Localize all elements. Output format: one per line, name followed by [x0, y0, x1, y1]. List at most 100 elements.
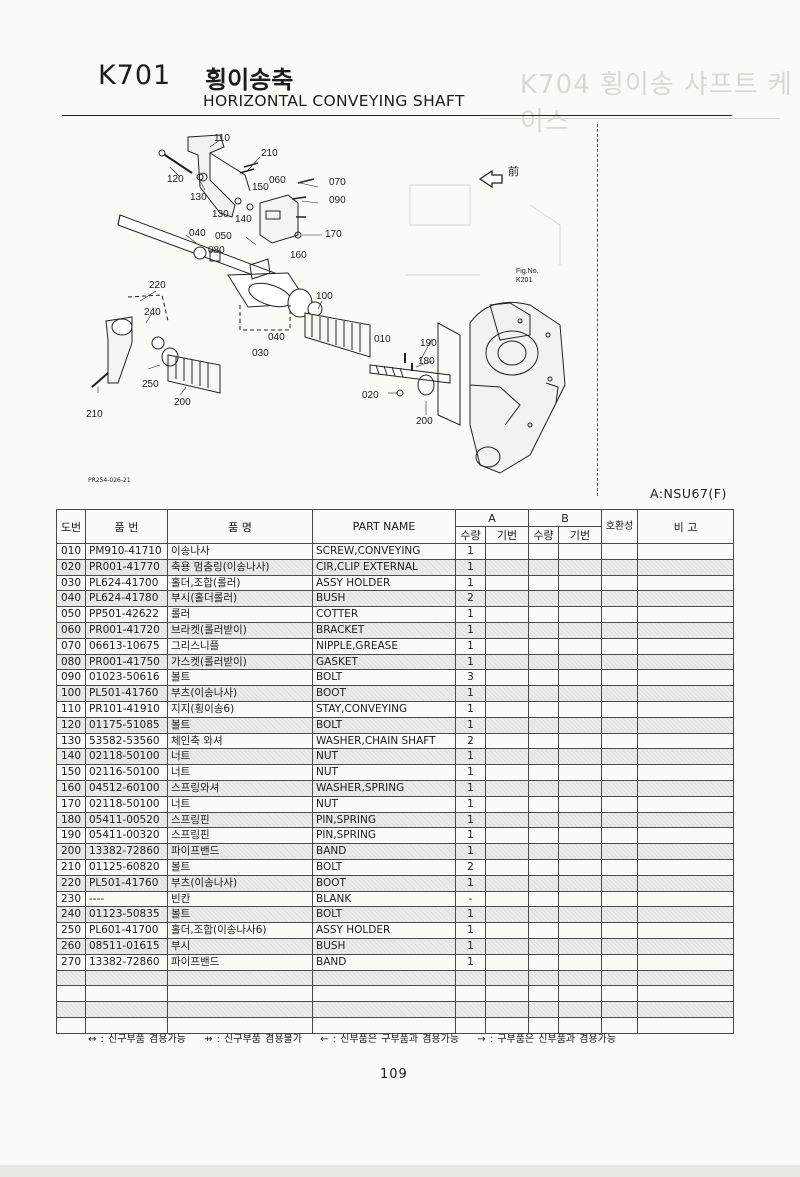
cell-base-b: [557, 543, 603, 560]
cell-qty-a: 1: [455, 606, 486, 623]
cell-no: 220: [56, 874, 86, 892]
cell-name-en: BOOT: [312, 685, 456, 702]
cell-name-kr: [167, 1001, 313, 1018]
cell-name-en: [312, 985, 456, 1003]
cell-base-a: [485, 732, 529, 750]
cell-base-a: [485, 811, 529, 829]
col-header-group-a: A: [455, 509, 529, 527]
cell-name-kr: 볼트: [167, 906, 313, 924]
legend-item: → : 구부품은 신부품과 겸용가능: [477, 1034, 617, 1045]
cell-base-a: [485, 922, 529, 939]
cell-qty-b: [528, 748, 559, 766]
cell-part-no: PP501-42622: [85, 606, 168, 623]
callout-240: 210: [86, 409, 103, 420]
callout-080: 080: [208, 245, 225, 256]
cell-remarks: [637, 558, 735, 576]
cell-base-a: [485, 716, 529, 734]
cell-name-en: STAY,CONVEYING: [312, 700, 456, 718]
cell-name-en: BLANK: [312, 890, 456, 908]
cell-qty-b: [528, 811, 559, 829]
cell-interchange: [601, 574, 639, 592]
cell-interchange: [601, 843, 639, 860]
cell-base-a: [485, 574, 529, 592]
cell-qty-a: 1: [455, 811, 486, 829]
cell-interchange: [601, 764, 639, 781]
model-label: A:NSU67(F): [650, 486, 727, 501]
cell-no: 060: [56, 621, 86, 639]
cell-base-a: [485, 748, 529, 766]
cell-qty-a: 1: [455, 653, 486, 671]
cell-base-a: [485, 1001, 529, 1018]
cell-name-en: WASHER,SPRING: [312, 779, 456, 797]
cell-name-en: BOOT: [312, 874, 456, 892]
cell-part-no: 53582-53560: [85, 732, 168, 750]
cell-base-a: [485, 827, 529, 845]
cell-part-no: 02116-50100: [85, 764, 168, 781]
cell-no: [56, 985, 86, 1003]
cell-part-no: PM910-41710: [85, 543, 168, 560]
cell-name-en: CIR,CLIP EXTERNAL: [312, 558, 456, 576]
cell-base-b: [557, 795, 603, 813]
cell-interchange: [601, 779, 639, 797]
cell-qty-a: 1: [455, 779, 486, 797]
cell-interchange: [601, 969, 639, 987]
cell-part-no: PL601-41700: [85, 922, 168, 939]
cell-name-kr: 볼트: [167, 669, 313, 687]
cell-qty-b: [528, 953, 559, 971]
title-rule: [62, 115, 732, 116]
cell-name-en: BOLT: [312, 716, 456, 734]
cell-qty-a: 1: [455, 700, 486, 718]
cell-remarks: [637, 779, 735, 797]
cell-qty-a: 1: [455, 874, 486, 892]
callout-020: 020: [362, 390, 379, 401]
cell-name-kr: 볼트: [167, 858, 313, 876]
cell-name-kr: 파이프밴드: [167, 953, 313, 971]
cell-part-no: PL501-41760: [85, 874, 168, 892]
cell-no: 040: [56, 590, 86, 608]
legend-item: ← : 신부품은 구부품과 겸용가능: [320, 1034, 460, 1045]
cell-base-b: [557, 937, 603, 955]
cell-qty-b: [528, 637, 559, 655]
cell-part-no: PL501-41760: [85, 685, 168, 702]
callout-150: 150: [252, 182, 269, 193]
cell-qty-b: [528, 558, 559, 576]
cell-base-a: [485, 590, 529, 608]
cell-no: 240: [56, 906, 86, 924]
cell-base-b: [557, 669, 603, 687]
cell-qty-a: 1: [455, 922, 486, 939]
cell-qty-b: [528, 779, 559, 797]
page-title-english: HORIZONTAL CONVEYING SHAFT: [203, 92, 465, 110]
cell-base-b: [557, 748, 603, 766]
cell-base-a: [485, 843, 529, 860]
cell-name-kr: 부츠(이송나사): [167, 685, 313, 702]
cell-name-en: NUT: [312, 764, 456, 781]
cell-base-a: [485, 764, 529, 781]
figure-reference-code: PR254-026-21: [88, 477, 131, 484]
cell-remarks: [637, 1016, 735, 1034]
cell-qty-b: [528, 716, 559, 734]
callout-220: 200: [174, 397, 191, 408]
cell-interchange: [601, 637, 639, 655]
col-header-base-a: 기번: [485, 526, 529, 544]
fig-no-label: Fig.No.: [516, 268, 539, 275]
cell-no: 170: [56, 795, 86, 813]
cell-part-no: 04512-60100: [85, 779, 168, 797]
cell-qty-b: [528, 606, 559, 623]
nut-150-part: [246, 203, 254, 211]
cell-no: 160: [56, 779, 86, 797]
cell-qty-a: 2: [455, 732, 486, 750]
cell-remarks: [637, 858, 735, 876]
cell-base-a: [485, 606, 529, 623]
cell-remarks: [637, 543, 735, 560]
cell-base-b: [557, 621, 603, 639]
cell-qty-b: [528, 906, 559, 924]
cell-qty-a: 1: [455, 795, 486, 813]
cell-part-no: 01123-50835: [85, 906, 168, 924]
cell-remarks: [637, 669, 735, 687]
